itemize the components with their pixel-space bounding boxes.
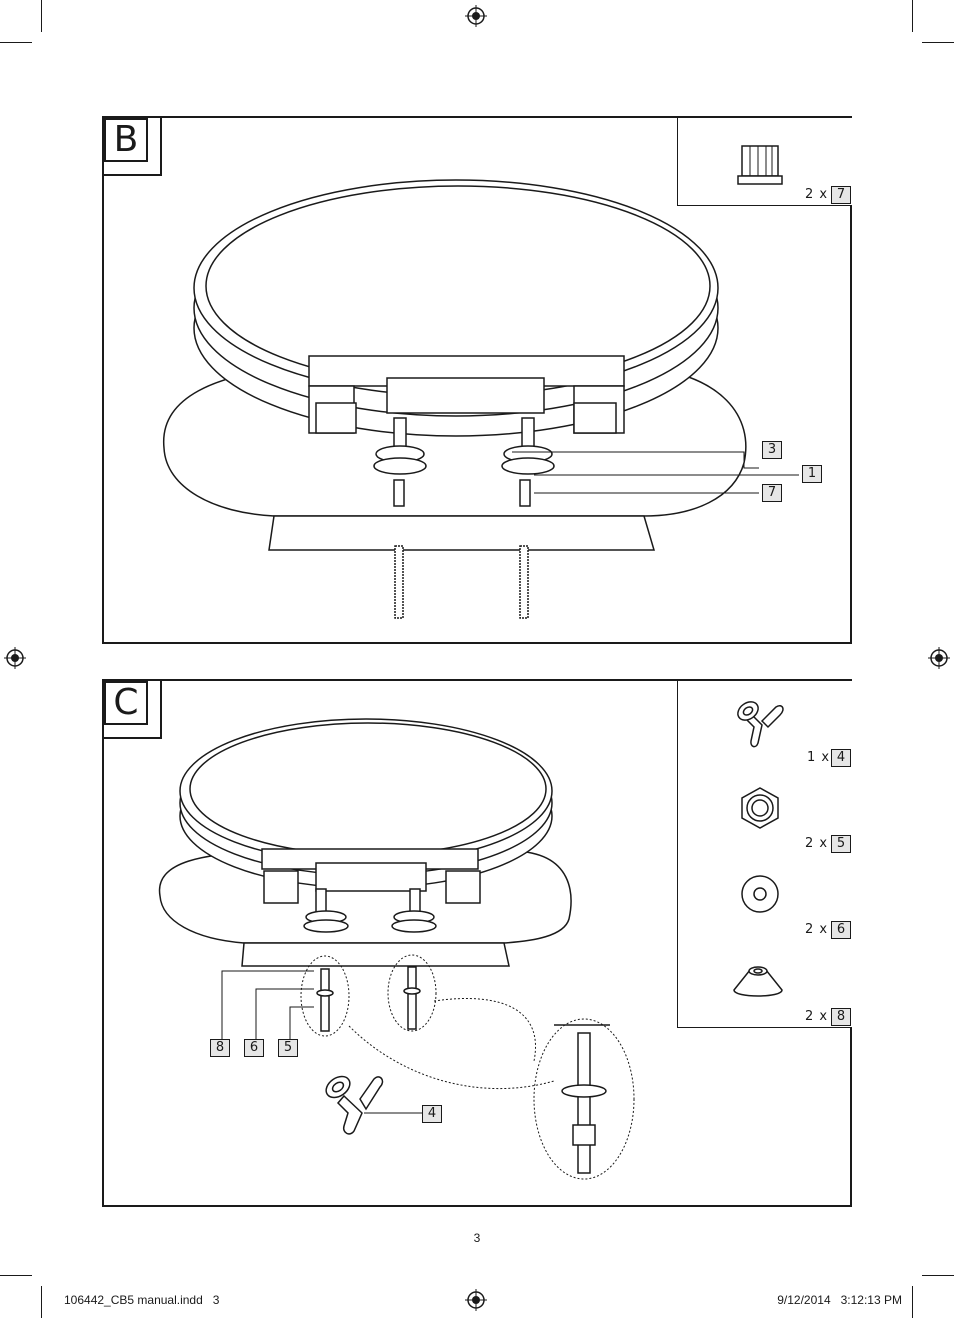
crop-mark	[922, 42, 954, 43]
registration-mark-icon	[928, 647, 950, 669]
crop-mark	[0, 42, 32, 43]
callout-label: 7	[762, 484, 782, 502]
toilet-seat-illustration	[163, 179, 799, 619]
part-quantity: 2 x	[805, 187, 829, 202]
step-letter: B	[104, 118, 148, 162]
crop-mark	[912, 0, 913, 32]
part-number: 4	[831, 749, 851, 767]
registration-mark-icon	[465, 5, 487, 27]
part-quantity: 1 x	[807, 750, 831, 765]
page-number: 3	[473, 1231, 481, 1245]
footer-filename: 106442_CB5 manual.indd 3	[64, 1293, 220, 1307]
part-quantity: 2 x	[805, 836, 829, 851]
part-box: 2 x 8	[677, 940, 852, 1028]
step-letter-frame	[104, 681, 162, 739]
registration-mark-icon	[465, 1289, 487, 1311]
callout-label: 8	[210, 1039, 230, 1057]
crop-mark	[0, 1275, 32, 1276]
step-letter: C	[104, 681, 148, 725]
footer-datetime: 9/12/2014 3:12:13 PM	[777, 1293, 902, 1307]
part-box: 2 x 6	[677, 854, 852, 941]
part-quantity: 2 x	[805, 922, 829, 937]
callout-label: 5	[278, 1039, 298, 1057]
callout-label: 4	[422, 1105, 442, 1123]
part-quantity: 2 x	[805, 1009, 829, 1024]
part-box: 1 x 4	[677, 681, 852, 769]
crop-mark	[41, 0, 42, 32]
callout-label: 3	[762, 441, 782, 459]
crop-mark	[922, 1275, 954, 1276]
step-letter-frame	[104, 118, 162, 176]
toilet-seat-illustration	[158, 718, 635, 1180]
part-number: 7	[831, 186, 851, 204]
part-box: 2 x 7	[677, 118, 852, 206]
cap-sleeve-icon	[737, 145, 783, 185]
part-number: 5	[831, 835, 851, 853]
panel-c: C 1 x 4 2 x 5	[102, 679, 852, 1207]
crop-mark	[41, 1286, 42, 1318]
registration-mark-icon	[4, 647, 26, 669]
crop-mark	[912, 1286, 913, 1318]
panel-b: B 2 x 7	[102, 116, 852, 644]
hex-nut-icon	[741, 787, 779, 829]
wing-wrench-icon	[737, 701, 784, 748]
washer-icon	[741, 875, 779, 913]
cone-base-icon	[733, 966, 783, 997]
part-number: 8	[831, 1008, 851, 1026]
callout-label: 1	[802, 465, 822, 483]
callout-label: 6	[244, 1039, 264, 1057]
part-number: 6	[831, 921, 851, 939]
